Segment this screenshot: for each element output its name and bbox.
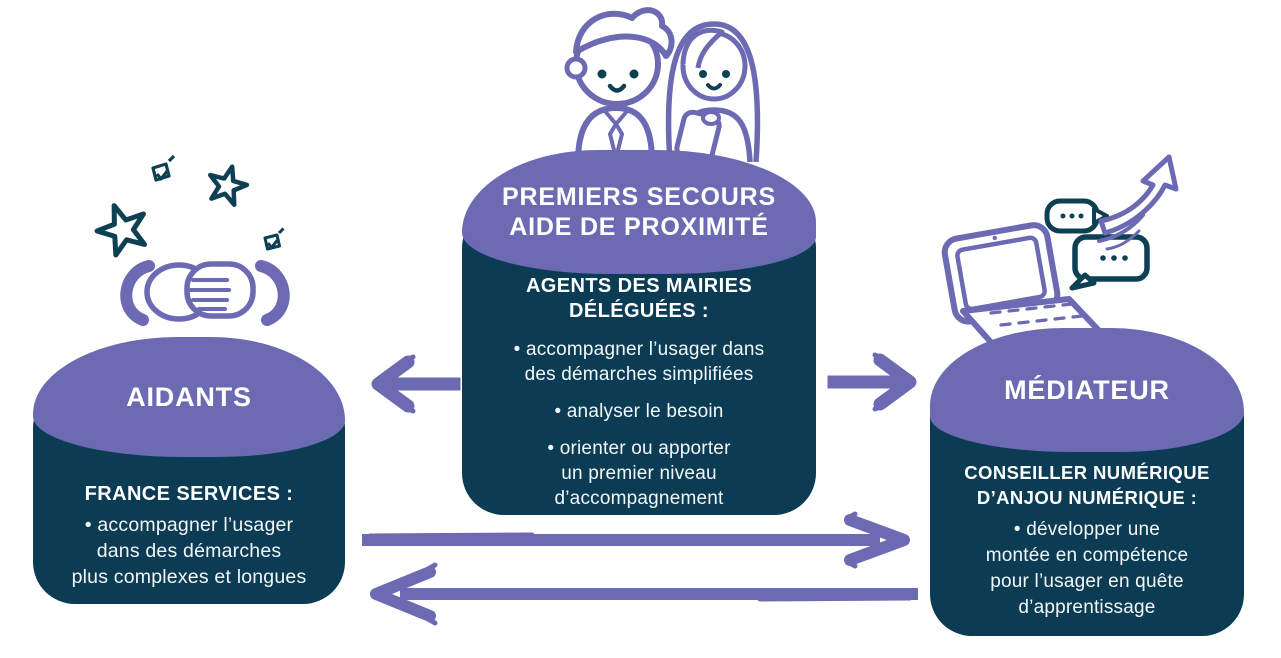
bubble-dot <box>1078 213 1084 219</box>
handshake-with-stars-illustration <box>94 154 290 326</box>
premiers-secours-bullet: • accompagner l’usager dans des démarche… <box>513 339 765 385</box>
arrow-center-to-left <box>371 354 461 414</box>
man-eye <box>597 69 607 79</box>
premiers-secours-bullet: • orienter ou apporter un premier niveau… <box>547 438 731 509</box>
mediateur-subtitle: CONSEILLER NUMÉRIQUE D’ANJOU NUMÉRIQUE : <box>964 462 1210 508</box>
arrow-left-to-right-long <box>362 511 910 569</box>
star-icon <box>208 164 250 207</box>
aidants-title: AIDANTS <box>126 381 252 412</box>
man-ear <box>564 56 588 80</box>
two-people-illustration <box>564 7 761 165</box>
mediateur-header: MÉDIATEUR <box>930 328 1244 452</box>
laptop-screen-inner <box>955 235 1047 312</box>
bubble-dot <box>1069 213 1075 219</box>
premiers-secours-subtitle: AGENTS DES MAIRIES DÉLÉGUÉES : <box>525 275 753 322</box>
handshake-left-sleeve <box>120 260 155 326</box>
mediateur-bullet: • développer une montée en compétence po… <box>985 519 1189 618</box>
laptop-camera-dot <box>992 235 997 241</box>
woman-fringe <box>680 27 725 69</box>
handshake-right-sleeve <box>255 260 290 326</box>
growth-arrow-speedline <box>1105 229 1141 251</box>
handshake-fingers <box>189 278 231 311</box>
woman-eye <box>722 70 730 78</box>
aidants-subtitle: FRANCE SERVICES : <box>84 483 294 505</box>
star-icon <box>94 203 148 258</box>
laptop-icon <box>941 222 1061 325</box>
check-doodle-icon <box>151 154 176 182</box>
laptop-chat-growth-illustration <box>941 154 1179 352</box>
man-hair <box>573 7 675 59</box>
growth-arrow-speedline <box>1097 213 1145 243</box>
check-doodle-icon <box>263 227 285 251</box>
bubble-dot <box>1060 213 1066 219</box>
bubble-dot <box>1111 255 1117 261</box>
woman-eye <box>699 70 707 78</box>
aidants-bullet: • accompagner l’usager dans des démarche… <box>71 514 307 588</box>
premiers-secours-header: PREMIERS SECOURS AIDE DE PROXIMITÉ <box>462 150 816 274</box>
man-smile <box>607 83 627 93</box>
bubble-dot <box>1100 255 1106 261</box>
arrow-right-to-left-long <box>370 562 918 626</box>
growth-arrow-icon <box>1098 154 1179 236</box>
premiers-secours-bullet: • analyser le besoin <box>554 401 724 422</box>
arrow-center-to-right <box>827 352 917 412</box>
man-eye <box>629 69 639 79</box>
speech-bubble-tail <box>1069 272 1097 291</box>
woman-hand <box>701 110 721 126</box>
premiers-secours-title: PREMIERS SECOURS AIDE DE PROXIMITÉ <box>502 182 776 242</box>
woman-smile <box>706 83 722 91</box>
aidants-header: AIDANTS <box>33 337 345 457</box>
mediateur-title: MÉDIATEUR <box>1004 374 1170 405</box>
bubble-dot <box>1122 255 1128 261</box>
